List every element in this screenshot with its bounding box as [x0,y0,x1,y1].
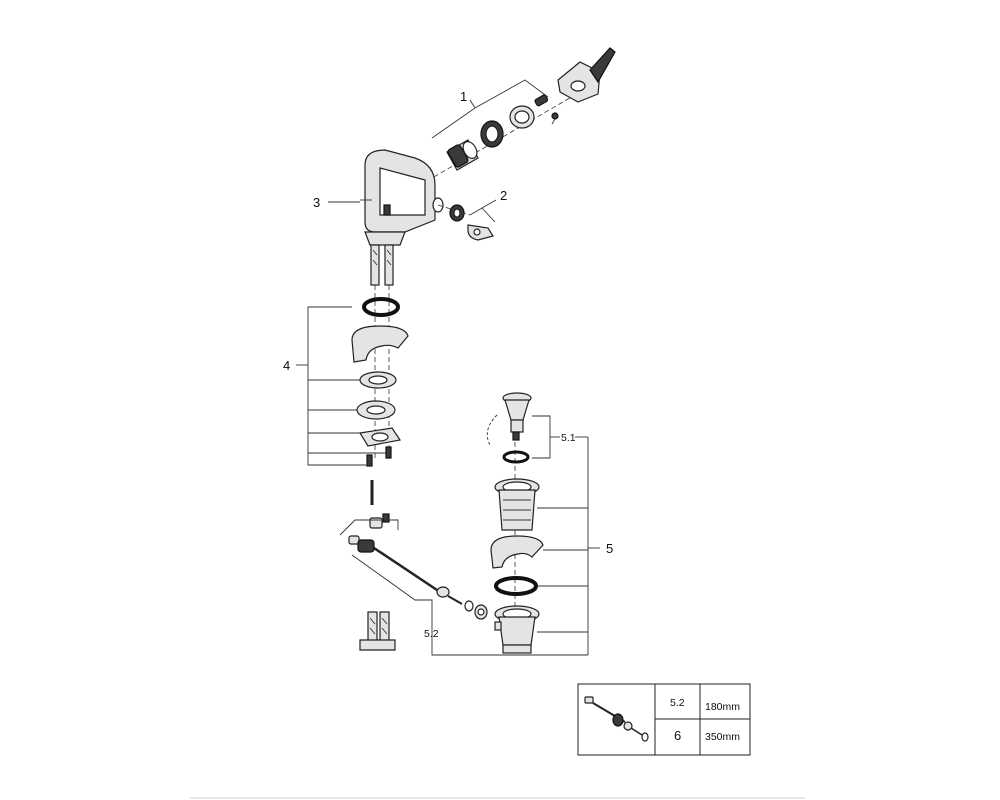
table-row-1-item: 5.2 [670,697,685,709]
plug-seal-part [502,450,530,464]
cartridge-part [446,139,479,171]
callout-4-label: 4 [283,358,290,373]
ring-nut-part [480,120,504,148]
aerator-part [449,204,465,222]
half-moon-gasket-part [351,325,409,363]
fixing-screw-left-part [366,454,373,467]
fixing-plate-part [359,427,402,447]
waste-body-part [494,605,540,654]
callout-2-label: 2 [500,188,507,203]
lift-rod-end-part [348,535,375,553]
callout-5-label: 5 [606,541,613,556]
pivot-washer-part [464,600,474,612]
callout-5-1-label: 5.1 [561,432,576,444]
small-screw-part [551,112,559,125]
table-row-1-length: 180mm [705,701,740,713]
waste-flange-part [494,478,540,531]
washer-2-part [356,400,396,420]
cover-sleeve-part [509,105,535,129]
assembly-5-2-linkage [339,480,588,656]
hose-connectors-part [359,611,396,651]
callout-1-label: 1 [460,89,467,104]
pop-up-plug-part [502,392,532,441]
callout-5-2-label: 5.2 [424,628,439,640]
assembly-2-aerator [437,199,497,241]
assembly-5-waste-set [486,392,600,655]
waste-gasket-part [490,535,544,569]
faucet-body-part [360,149,444,286]
pivot-ball-part [436,586,463,605]
o-ring-part [362,297,400,317]
aerator-key-part [467,224,494,241]
assembly-4-mounting-set [296,285,409,467]
rod-clamp-part [369,513,390,529]
grub-screw-part [534,94,549,107]
fixing-screw-right-part [385,446,392,459]
callout-3-label: 3 [313,195,320,210]
assembly-1-cartridge-lever [419,47,616,186]
table-row-2-length: 350mm [705,731,740,743]
rod-length-table: 5.2 180mm 6 350mm [577,683,751,756]
rod-thumbnail-icon [584,696,649,742]
table-row-2-item: 6 [674,728,681,743]
lever-handle-part [557,47,616,103]
waste-o-ring-part [494,576,538,596]
pivot-nut-part [474,604,488,620]
washer-1-part [359,371,397,389]
